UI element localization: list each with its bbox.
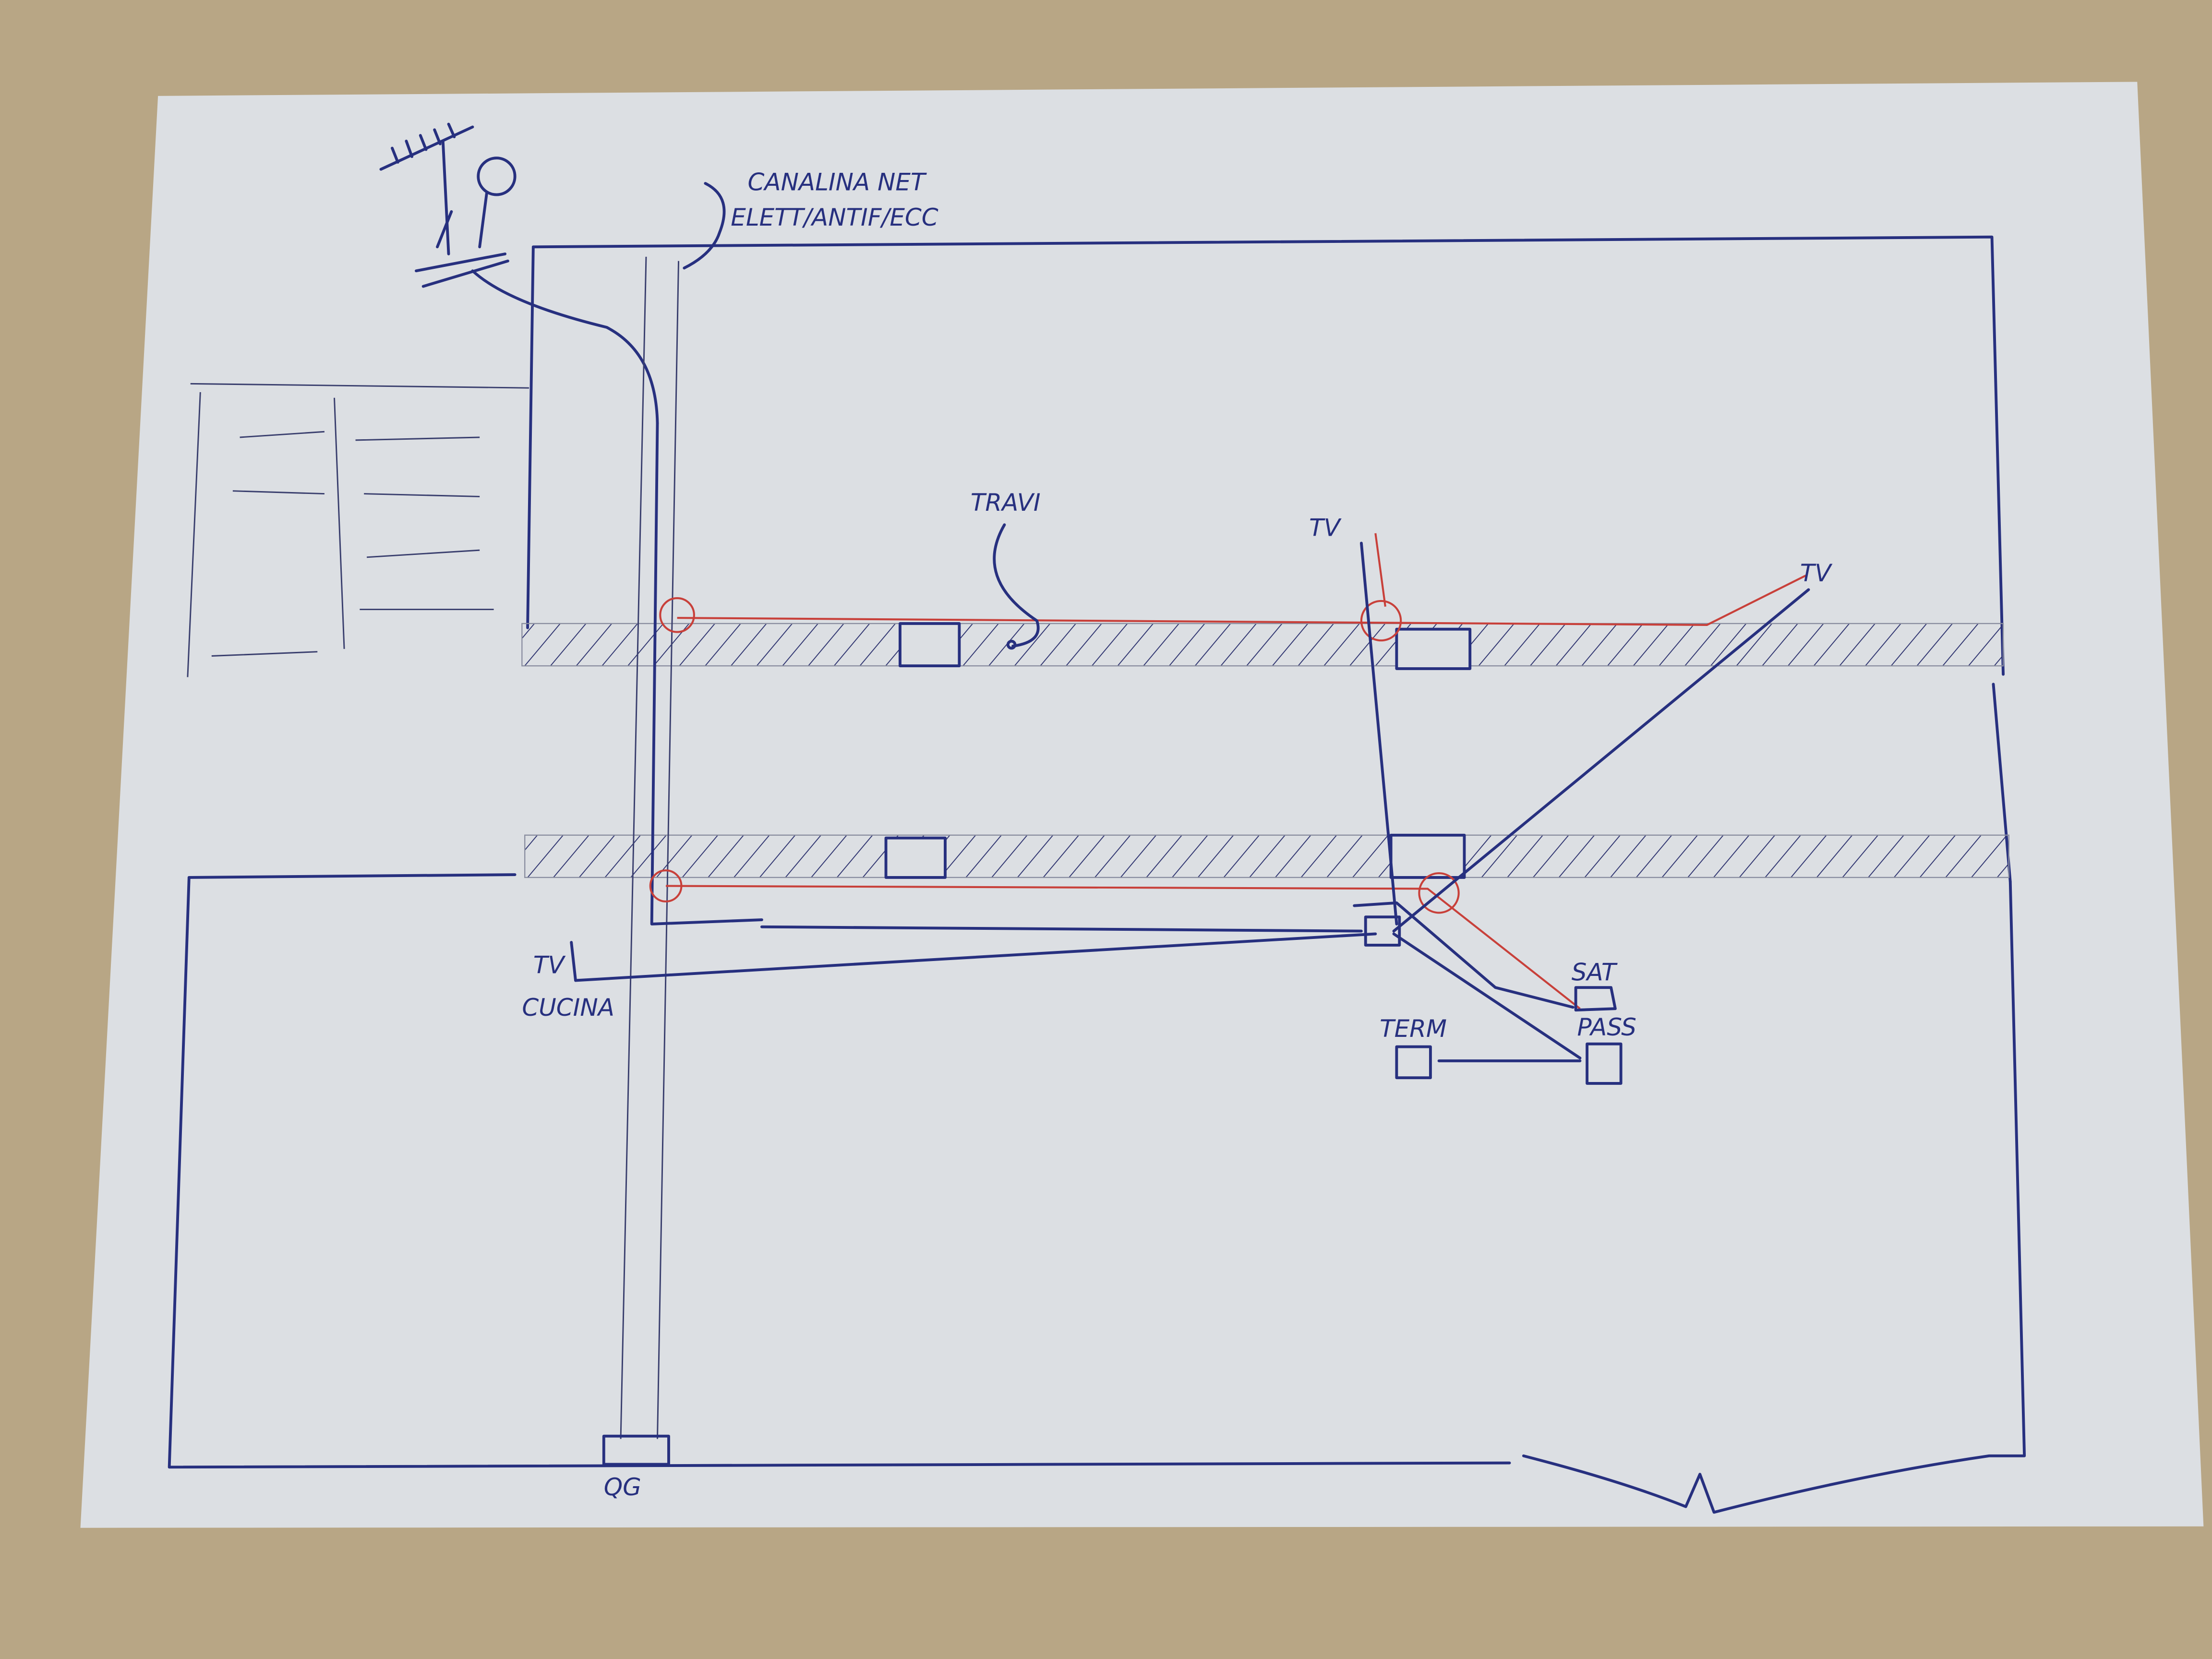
sat-box bbox=[1574, 986, 1617, 1012]
main-panel-qg bbox=[602, 1434, 670, 1466]
antenna-icon bbox=[379, 122, 659, 425]
building-outline bbox=[168, 235, 2026, 1514]
beam-opening bbox=[884, 836, 947, 879]
beam-upper bbox=[521, 623, 2004, 667]
sat-label: SAT bbox=[1572, 958, 1618, 986]
travi-label: TRAVI bbox=[971, 489, 1041, 517]
term-box bbox=[1395, 1045, 1432, 1080]
tv-label: TV bbox=[533, 951, 566, 979]
canalina-label: CANALINA NET bbox=[748, 168, 927, 196]
pass-label: PASS bbox=[1577, 1013, 1636, 1041]
beam-opening bbox=[1395, 627, 1472, 670]
cable-duct bbox=[602, 256, 763, 1466]
adjacent-building-sketch bbox=[187, 383, 529, 677]
beam-opening bbox=[899, 622, 961, 668]
red-cable-routes bbox=[649, 533, 1806, 1010]
qg-label: QG bbox=[604, 1473, 641, 1501]
term-label: TERM bbox=[1380, 1015, 1447, 1043]
tv-cable-routes bbox=[570, 182, 1810, 1085]
pass-box bbox=[1586, 1042, 1623, 1085]
tv-label: TV bbox=[1309, 514, 1342, 542]
beam-opening bbox=[1389, 833, 1466, 879]
paper-sheet bbox=[80, 82, 2204, 1528]
canalina-label-sub: ELETT/ANTIF/ECC bbox=[731, 204, 938, 231]
cucina-label: CUCINA bbox=[522, 994, 614, 1022]
tv-label: TV bbox=[1800, 559, 1833, 587]
distribution-box bbox=[1364, 915, 1401, 947]
beam-lower bbox=[524, 834, 2009, 878]
